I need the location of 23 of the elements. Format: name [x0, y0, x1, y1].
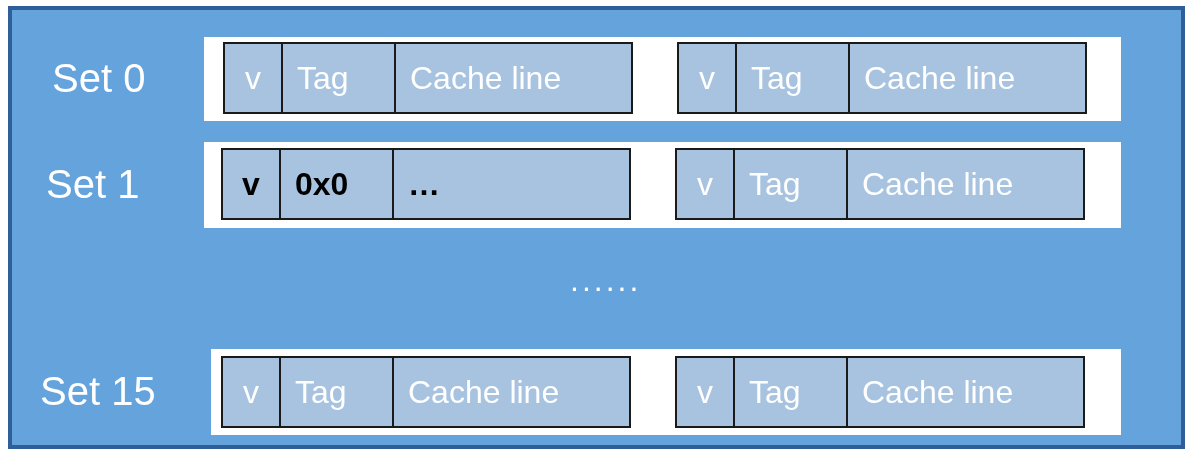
cache-line-field: Cache line [848, 44, 1085, 112]
tag-field: Tag [279, 358, 392, 426]
ellipsis: ...... [570, 262, 642, 299]
set-label: Set 0 [52, 56, 146, 101]
valid-bit: v [677, 150, 733, 218]
valid-bit: v [223, 358, 279, 426]
tag-field: Tag [735, 44, 848, 112]
cache-line-field: Cache line [394, 44, 631, 112]
cache-line-field: Cache line [846, 358, 1083, 426]
cache-panel [8, 6, 1185, 449]
cache-line-field: Cache line [392, 358, 629, 426]
valid-bit: v [679, 44, 735, 112]
set-label: Set 15 [40, 369, 156, 414]
set-label: Set 1 [46, 162, 140, 207]
tag-field: 0x0 [279, 150, 392, 218]
tag-field: Tag [733, 150, 846, 218]
tag-field: Tag [281, 44, 394, 112]
tag-field: Tag [733, 358, 846, 426]
cache-line-field: … [392, 150, 629, 218]
cache-line-field: Cache line [846, 150, 1083, 218]
valid-bit: v [225, 44, 281, 112]
valid-bit: v [223, 150, 279, 218]
valid-bit: v [677, 358, 733, 426]
